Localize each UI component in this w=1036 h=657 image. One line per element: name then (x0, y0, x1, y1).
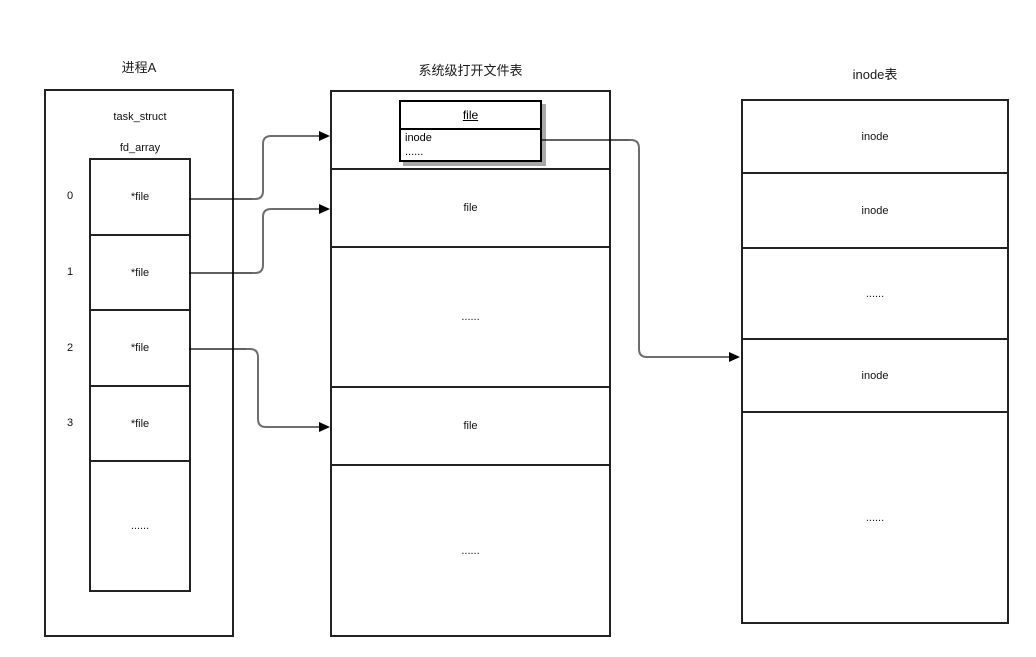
arrowhead-card-inode (729, 352, 740, 362)
process-box (44, 89, 234, 637)
file-struct-ellipsis-field: ...... (405, 146, 424, 158)
arrowhead-fd1 (319, 204, 330, 214)
task-struct-label: task_struct (113, 111, 167, 123)
fd-row-1: *file (91, 236, 189, 311)
fd-row-0: *file (91, 160, 189, 236)
fd-array-label: fd_array (119, 142, 161, 154)
oft-row-ellipsis-2: ...... (461, 544, 480, 557)
fd-index-2: 2 (66, 342, 74, 354)
arrowhead-fd0 (319, 131, 330, 141)
oft-row-file-2: file (332, 388, 609, 466)
process-title: 进程A (121, 60, 157, 75)
inode-row-1: inode (743, 174, 1007, 249)
inode-table: inode inode ...... inode ...... (741, 99, 1009, 624)
arrowhead-fd2 (319, 422, 330, 432)
fd-array-table: *file *file *file *file ...... (89, 158, 191, 592)
arrow-fd2-to-file-row (246, 348, 321, 428)
arrow-fd0-to-file-card (252, 135, 321, 200)
fd-index-1: 1 (66, 266, 74, 278)
oft-row-file-1: file (332, 170, 609, 248)
open-file-table-title: 系统级打开文件表 (418, 63, 523, 78)
fd-row-ellipsis: ...... (130, 520, 150, 532)
file-struct-inode-field: inode (405, 132, 432, 144)
fd-index-0: 0 (66, 190, 74, 202)
fd-row-2: *file (91, 311, 189, 387)
oft-row-ellipsis-1: ...... (332, 248, 609, 388)
file-struct-card-title: file (401, 102, 540, 130)
fd-index-3: 3 (66, 417, 74, 429)
inode-row-ellipsis-2: ...... (865, 511, 885, 524)
inode-row-ellipsis-1: ...... (743, 249, 1007, 340)
inode-row-0: inode (743, 101, 1007, 174)
open-file-table: file ...... file ...... (330, 90, 611, 637)
inode-row-2: inode (743, 340, 1007, 413)
arrow-card-to-inode (629, 139, 731, 358)
arrow-fd1-to-file-row (252, 208, 321, 274)
inode-table-title: inode表 (852, 67, 898, 82)
file-struct-card: file inode ...... (399, 100, 542, 162)
fd-row-3: *file (91, 387, 189, 462)
oft-row-card-holder (332, 92, 609, 170)
